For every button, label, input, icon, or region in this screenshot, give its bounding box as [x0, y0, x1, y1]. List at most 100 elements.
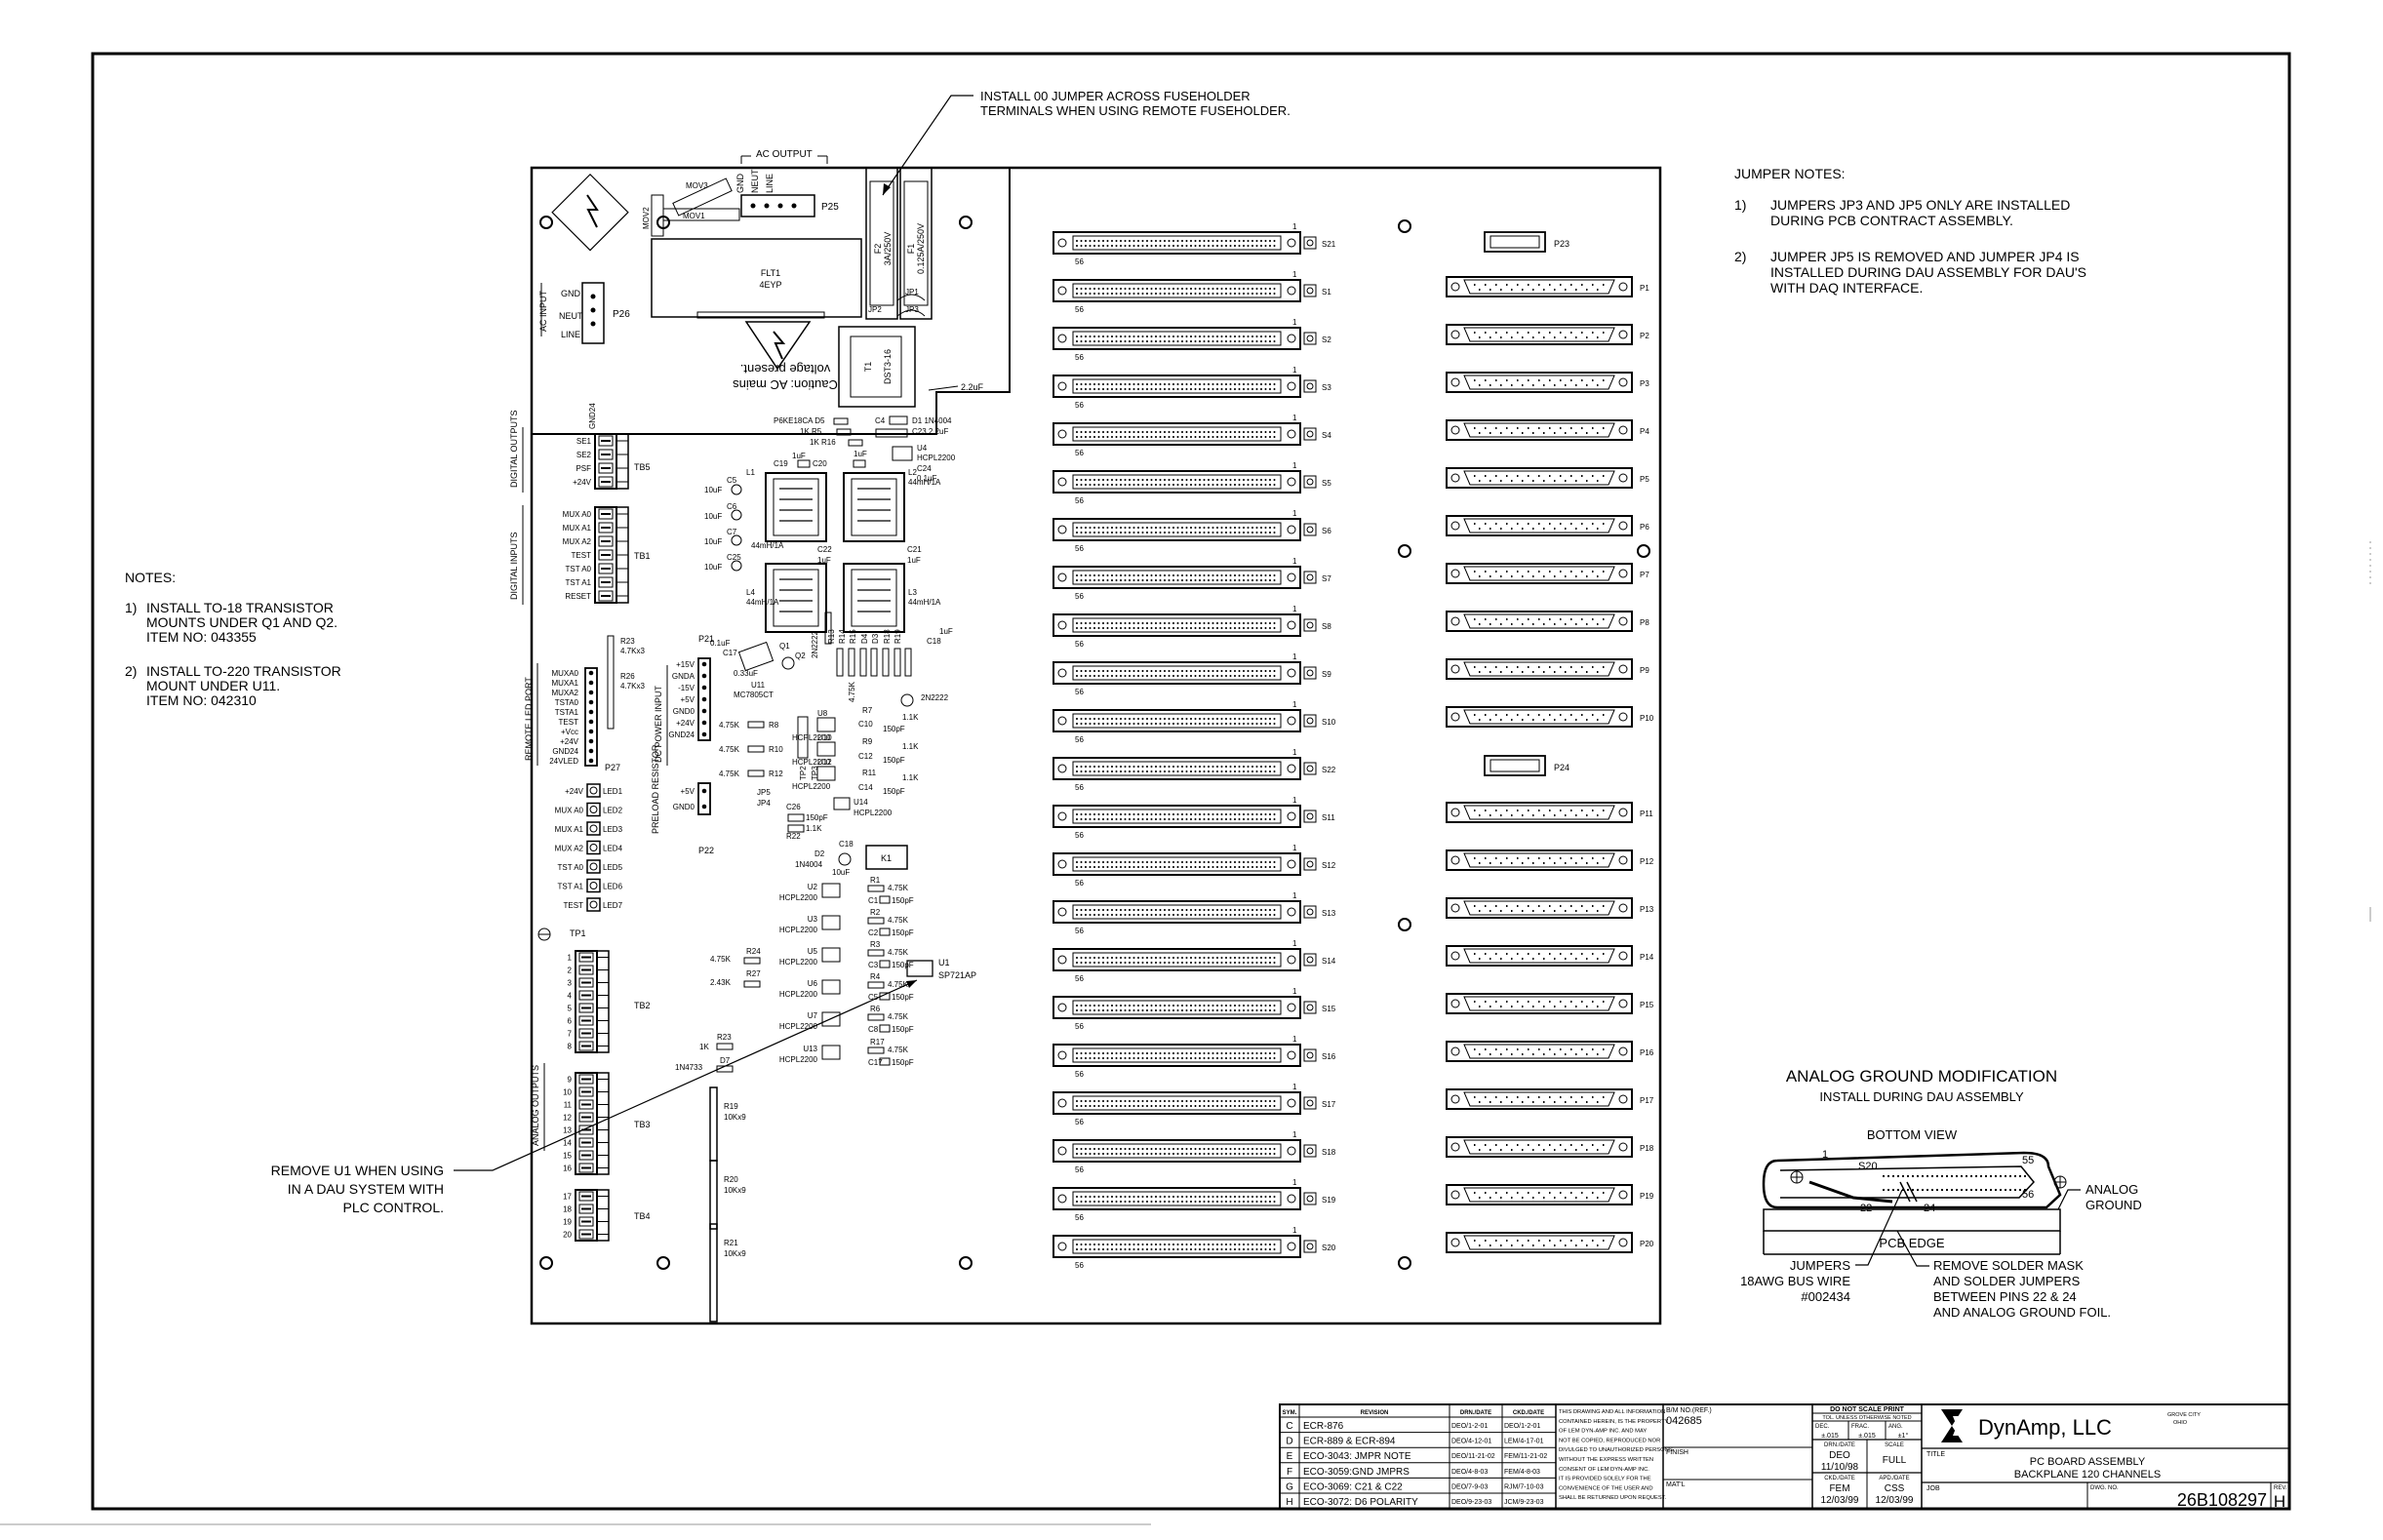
part-label: D1 1N4004 — [912, 416, 952, 425]
part-label: 0.33uF — [734, 669, 758, 678]
mounting-hole — [959, 1256, 973, 1270]
part-label: 1K R5 — [800, 427, 822, 436]
part-label: MC7805CT — [734, 691, 774, 699]
ac-section: AC OUTPUT GND NEUT LINE P25 MOV3 MOV2 MO… — [538, 149, 984, 408]
s-pin-label: 1 — [1292, 1178, 1297, 1187]
fuse-f2-value: 3A/250V — [883, 232, 893, 266]
p-connector: P9 — [1446, 658, 1649, 680]
s-connector-label: S4 — [1322, 431, 1331, 440]
inductor-misc: 44mH/1A C22 1uF C21 1uF — [751, 541, 922, 565]
pcb-outline — [530, 166, 1662, 1325]
jumper-note-line: JUMPERS JP3 AND JP5 ONLY ARE INSTALLED — [1770, 197, 2070, 213]
s-pin-label: 56 — [1075, 305, 1084, 314]
proprietary-line: DIVULGED TO UNAUTHORIZED PERSONS — [1559, 1447, 1673, 1453]
s-pin-label: 56 — [1075, 974, 1084, 983]
inductor-value: 44mH/1A — [751, 541, 784, 550]
p-connector: P16 — [1446, 1041, 1654, 1062]
ac-out-pin: NEUT — [750, 169, 760, 193]
mov-label: MOV2 — [642, 207, 651, 229]
part-label: D7 — [720, 1056, 731, 1065]
cap-label: C17 — [868, 1058, 883, 1067]
resistor-label: R10 — [769, 745, 783, 754]
mounting-hole — [539, 1256, 553, 1270]
p-connector-label: P18 — [1640, 1144, 1654, 1153]
resistor-label: R4 — [870, 972, 881, 981]
opto-value: HCPL2200 — [779, 958, 818, 967]
s-pin-label: 56 — [1075, 496, 1084, 505]
tb4-pin-label: 20 — [563, 1231, 572, 1240]
tb1-pin-label: MUX A2 — [563, 537, 592, 546]
p-connector: P6 — [1446, 515, 1649, 536]
s-pin-label: 56 — [1075, 257, 1084, 266]
tb1-pin-label: TEST — [572, 551, 592, 560]
p-connector: P15 — [1446, 993, 1654, 1014]
note-line: ITEM NO: 043355 — [146, 629, 257, 645]
opto-value: HCPL2200 — [779, 1055, 818, 1064]
s-connector-label: S3 — [1322, 383, 1331, 392]
ac-in-pin: LINE — [561, 330, 580, 339]
jumper-label: JP2 — [868, 305, 882, 314]
cap-value: 2.2uF — [961, 382, 984, 392]
p-connector: P14 — [1446, 945, 1654, 967]
opto-value: HCPL2200 — [792, 733, 831, 742]
s-connector: S3 1 56 — [1052, 366, 1331, 410]
apd-label: APD./DATE — [1879, 1476, 1909, 1481]
caution-triangle — [744, 321, 812, 371]
tol-label: TOL. UNLESS OTHERWISE NOTED — [1822, 1415, 1911, 1421]
s-connector-label: S2 — [1322, 336, 1331, 344]
ckd-date: 12/03/99 — [1821, 1495, 1859, 1506]
p-connector: P17 — [1446, 1088, 1654, 1110]
p25-label: P25 — [821, 202, 839, 213]
s-pin-label: 1 — [1292, 414, 1297, 422]
inductor-value: 44mH/1A — [746, 598, 779, 607]
relay-area: K1 D2 1N4004 C18 10uF — [795, 840, 908, 877]
r23-value: 4.7Kx3 — [620, 647, 645, 655]
p21-pin-label: GND0 — [673, 707, 695, 716]
fuse-note-line: INSTALL 00 JUMPER ACROSS FUSEHOLDER — [980, 89, 1251, 103]
p-connector-label: P20 — [1640, 1240, 1654, 1248]
s-pin-label: 1 — [1292, 366, 1297, 375]
opto-label: U7 — [808, 1011, 818, 1020]
mounting-hole — [1398, 1256, 1411, 1270]
resistor-label: R17 — [870, 1038, 885, 1046]
inductor-label: L4 — [746, 588, 755, 597]
tb3-terminal — [575, 1072, 598, 1175]
part-label: C22 — [817, 545, 832, 554]
note-line: MOUNT UNDER U11. — [146, 678, 280, 693]
mounting-hole — [1398, 544, 1411, 558]
mounting-hole — [656, 1256, 670, 1270]
jumpers-label: JUMPERS — [1790, 1258, 1850, 1273]
p-connector: P5 — [1446, 467, 1649, 489]
p-connector: P4 — [1446, 419, 1649, 441]
rev-sym: D — [1286, 1437, 1292, 1447]
part-label: C24 — [917, 464, 932, 473]
analog-outputs-label: ANALOG OUTPUTS — [531, 1065, 540, 1146]
dc-power-block: DC POWER INPUT +15VGNDA-15V+5VGND0+24VGN… — [654, 634, 714, 766]
bottom-view-label: BOTTOM VIEW — [1867, 1127, 1958, 1142]
tb1-pin-label: RESET — [565, 592, 591, 601]
part-label: R18 — [883, 629, 892, 644]
part-label: R7 — [862, 706, 873, 715]
rev-header: CKD./DATE — [1513, 1410, 1544, 1416]
s-pin-label: 1 — [1292, 939, 1297, 948]
part-label: 1.1K — [902, 773, 919, 782]
s-pin-label: 56 — [1075, 401, 1084, 410]
mov-component — [672, 178, 733, 217]
p-connector-label: P10 — [1640, 714, 1654, 723]
p21-pin-label: -15V — [678, 684, 695, 692]
p21-pin-label: GND24 — [668, 731, 695, 739]
note-line: ITEM NO: 042310 — [146, 692, 257, 708]
p26-label: P26 — [613, 309, 630, 320]
p-connector: P1 — [1446, 276, 1649, 297]
rev-description: ECO-3069: C21 & C22 — [1303, 1481, 1403, 1492]
